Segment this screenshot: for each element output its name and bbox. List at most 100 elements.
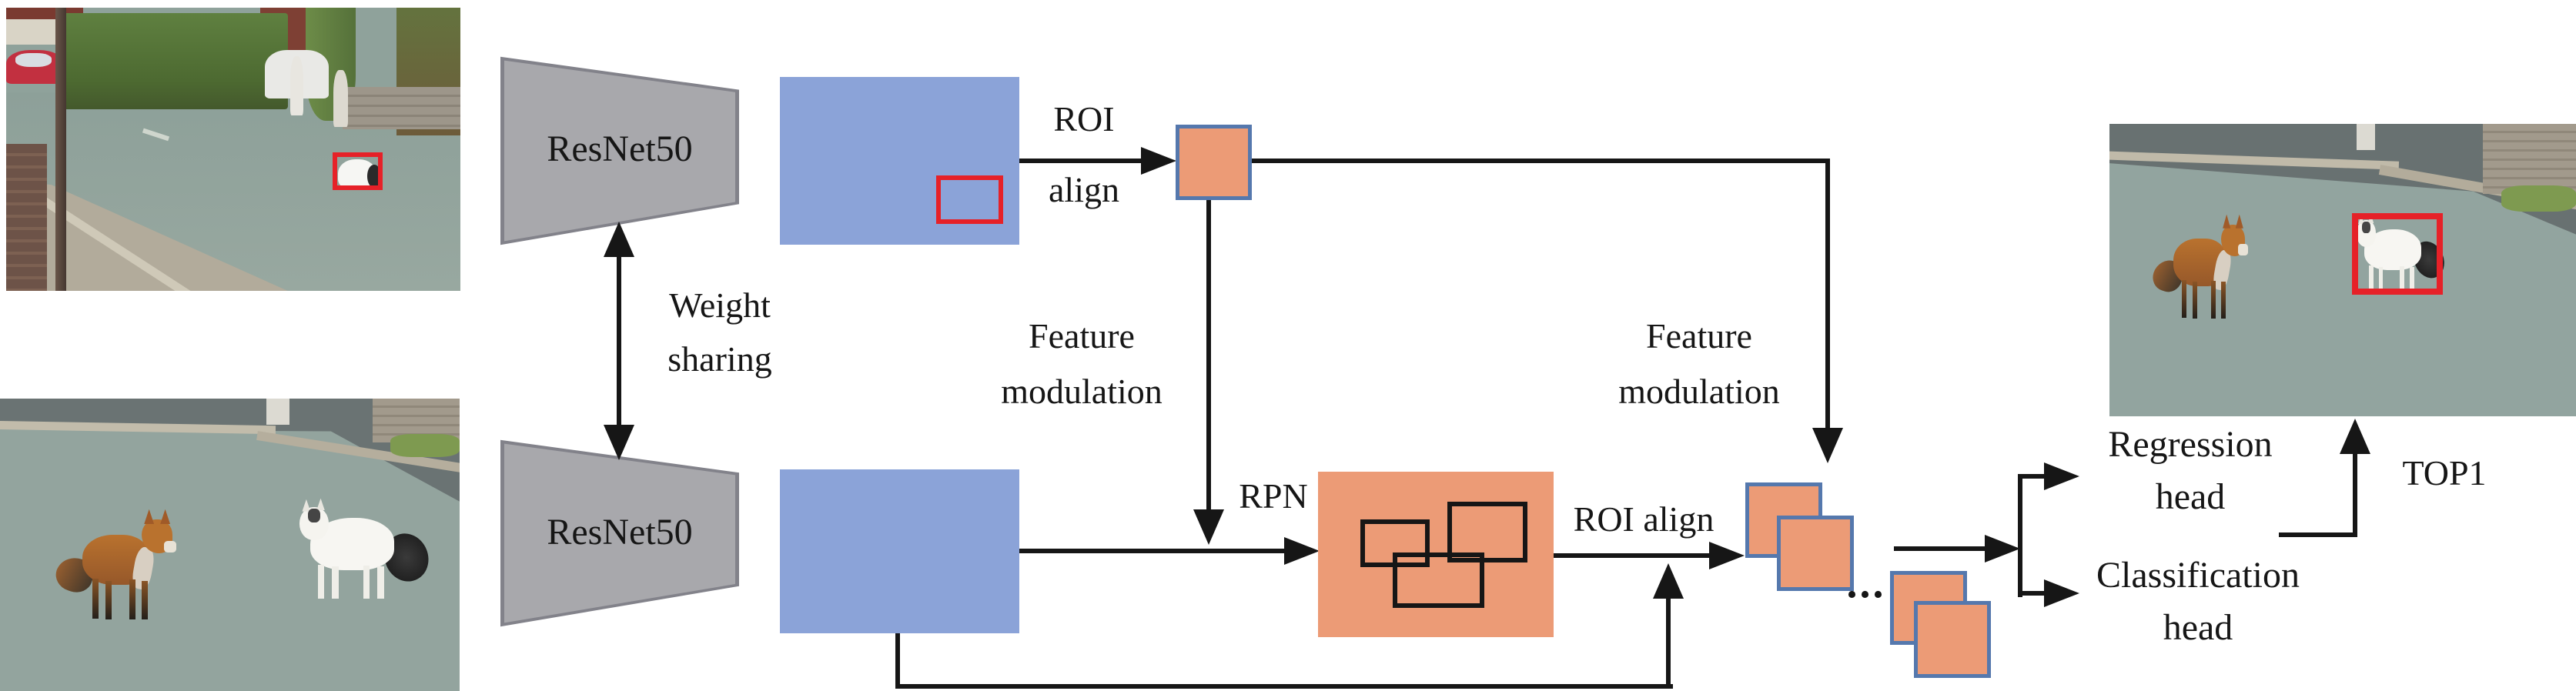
arrow-supportmap-to-rpn bbox=[1019, 549, 1286, 553]
weight-sharing-label-line2: sharing bbox=[667, 339, 772, 379]
query-stone-wall bbox=[342, 87, 460, 130]
fox-ear-right bbox=[160, 509, 171, 524]
fox-ear-left bbox=[2223, 214, 2231, 229]
fox-snout bbox=[2238, 244, 2249, 255]
query-brick-wall-corner bbox=[6, 143, 48, 291]
weight-sharing-arrowhead-up bbox=[604, 222, 634, 257]
arrow-proposals-to-stack bbox=[1554, 553, 1709, 558]
query-bollard-1 bbox=[289, 55, 304, 115]
modulation-line-top bbox=[1252, 159, 1830, 163]
query-image bbox=[6, 8, 460, 291]
roi-align-top-label-line1: ROI bbox=[1053, 99, 1115, 139]
support-moss bbox=[390, 433, 460, 457]
roi-align-bottom-label: ROI align bbox=[1573, 499, 1715, 539]
result-cat-bbox bbox=[2352, 212, 2444, 295]
fox-leg-2 bbox=[105, 580, 112, 620]
result-cat bbox=[2357, 213, 2451, 293]
fox-leg-1 bbox=[92, 579, 99, 619]
result-image bbox=[2109, 124, 2576, 416]
cat-leg-4 bbox=[2409, 267, 2414, 292]
result-stone-wall bbox=[2482, 124, 2576, 195]
heads-bracket-top-arrowhead bbox=[2044, 462, 2079, 490]
skip-line-down bbox=[895, 633, 900, 687]
support-cat bbox=[299, 498, 436, 601]
query-bollard-2 bbox=[333, 69, 348, 127]
query-red-car-window bbox=[15, 52, 52, 68]
fox-leg-4 bbox=[141, 580, 149, 620]
stack-ellipsis: ... bbox=[1846, 559, 1886, 607]
query-cat-bbox bbox=[332, 152, 383, 191]
classification-head-label-line2: head bbox=[2163, 607, 2233, 648]
cat-leg-3 bbox=[363, 566, 370, 599]
query-pole bbox=[55, 8, 66, 291]
cat-leg-2 bbox=[332, 566, 339, 599]
regression-head-label-line2: head bbox=[2155, 476, 2226, 517]
support-post bbox=[266, 399, 290, 426]
regression-head-label-line1: Regression bbox=[2108, 424, 2273, 465]
arrow-stack-to-heads bbox=[1894, 546, 1985, 551]
fox-snout bbox=[164, 540, 177, 552]
cat-ear-right bbox=[316, 498, 325, 511]
weight-sharing-label-line1: Weight bbox=[669, 285, 771, 325]
skip-line-up bbox=[1666, 596, 1671, 689]
fox-leg-2 bbox=[2192, 282, 2198, 319]
backbone-top-label: ResNet50 bbox=[547, 129, 693, 169]
arrow-querymap-to-patch bbox=[1019, 159, 1142, 163]
weight-sharing-arrowhead-down bbox=[604, 425, 634, 460]
cat-leg-3 bbox=[2400, 266, 2405, 292]
query-cat-tail bbox=[367, 165, 381, 188]
support-feature-map bbox=[780, 469, 1019, 633]
arrow-supportmap-to-rpn-head bbox=[1284, 537, 1320, 565]
arrow-stack-to-heads-head bbox=[1985, 535, 2020, 562]
query-feature-map bbox=[780, 77, 1019, 245]
fox-ear-right bbox=[2235, 214, 2243, 229]
cat-head-patch bbox=[308, 509, 320, 523]
heads-bracket-bottom-arrowhead bbox=[2044, 579, 2079, 607]
modulation-to-rpn-arrowhead bbox=[1193, 509, 1224, 545]
roi-stack2-patch2 bbox=[1914, 601, 1991, 678]
result-moss bbox=[2501, 185, 2576, 212]
arrow-querymap-to-patch-head bbox=[1141, 147, 1176, 175]
cat-leg-1 bbox=[317, 564, 325, 599]
backbone-bottom-label: ResNet50 bbox=[547, 512, 693, 552]
query-roi-patch bbox=[1176, 125, 1252, 200]
fox-leg-3 bbox=[2210, 281, 2216, 319]
cat-leg-1 bbox=[2368, 265, 2374, 292]
weight-sharing-line bbox=[617, 251, 621, 429]
heads-bracket-top-stub bbox=[2018, 474, 2046, 479]
cat-head-patch bbox=[2362, 222, 2371, 233]
fox-leg-3 bbox=[129, 579, 135, 620]
fox-ear-left bbox=[144, 509, 155, 524]
support-image bbox=[0, 399, 460, 691]
classification-head-label-line1: Classification bbox=[2096, 555, 2300, 596]
feature-modulation-left-line1: Feature bbox=[1029, 316, 1135, 356]
skip-line-across bbox=[895, 684, 1673, 689]
modulation-line-to-rpn bbox=[1206, 200, 1211, 509]
fox-leg-1 bbox=[2181, 279, 2187, 318]
rpn-label: RPN bbox=[1239, 476, 1308, 516]
modulation-drop-arrowhead bbox=[1812, 428, 1843, 463]
fox-leg-4 bbox=[2220, 282, 2226, 319]
query-hedge bbox=[60, 13, 288, 110]
top1-line-across bbox=[2279, 532, 2357, 537]
top1-label: TOP1 bbox=[2402, 453, 2487, 492]
feature-modulation-right-line2: modulation bbox=[1618, 372, 1780, 411]
cat-ear-left bbox=[2358, 214, 2364, 225]
heads-bracket-vertical bbox=[2018, 474, 2022, 597]
feature-modulation-left-line2: modulation bbox=[1001, 372, 1163, 411]
proposal-box-2 bbox=[1447, 502, 1527, 562]
feature-modulation-right-line1: Feature bbox=[1646, 316, 1752, 356]
cat-leg-4 bbox=[377, 566, 384, 599]
top1-line-up bbox=[2353, 451, 2357, 537]
modulation-line-drop bbox=[1825, 159, 1830, 429]
query-feature-roi bbox=[936, 175, 1003, 224]
cat-leg-2 bbox=[2378, 267, 2384, 292]
result-post bbox=[2357, 124, 2376, 151]
heads-bracket-bottom-stub bbox=[2018, 591, 2046, 596]
result-fox bbox=[2149, 214, 2254, 319]
cat-ear-left bbox=[302, 499, 311, 512]
top1-arrowhead bbox=[2340, 419, 2370, 454]
support-fox bbox=[52, 509, 184, 621]
skip-line-arrowhead bbox=[1653, 563, 1684, 599]
